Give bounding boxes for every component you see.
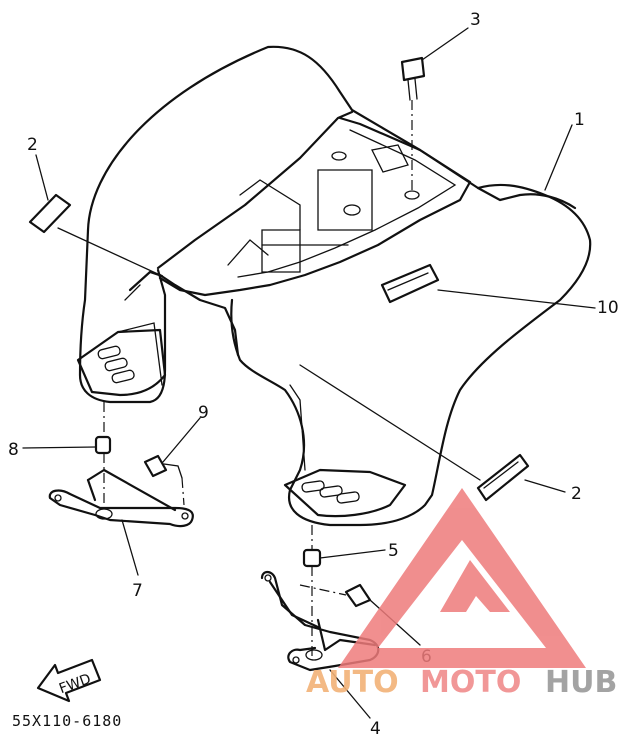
bolt (400, 56, 426, 192)
callout-4: 4 (370, 719, 381, 739)
callout-8: 8 (8, 440, 19, 460)
callout-2-left: 2 (27, 135, 38, 155)
callout-9: 9 (198, 403, 209, 423)
watermark-part2: MOTO (420, 665, 521, 700)
bolt-6 (299, 583, 372, 608)
callouts: 1 2 2 3 4 5 6 7 8 9 10 (8, 10, 619, 739)
fwd-label: FWD (57, 671, 93, 697)
part-code: 55X110-6180 (12, 712, 122, 730)
callout-1: 1 (574, 110, 585, 130)
watermark-part3: HUB (545, 665, 617, 700)
callout-5: 5 (388, 541, 399, 561)
watermark-text: AUTO MOTO HUB (306, 665, 617, 700)
bolt-small (143, 454, 185, 506)
triangle-logo-icon (338, 488, 586, 668)
callout-3: 3 (470, 10, 481, 30)
arrow-left-icon: FWD (36, 658, 102, 703)
watermark-part1: AUTO (306, 665, 399, 700)
callout-2-right: 2 (571, 484, 582, 504)
left-bracket (48, 402, 194, 528)
rear-fender (28, 45, 592, 527)
callout-10: 10 (597, 298, 619, 318)
callout-7: 7 (132, 581, 143, 601)
leader-lines (22, 27, 596, 719)
